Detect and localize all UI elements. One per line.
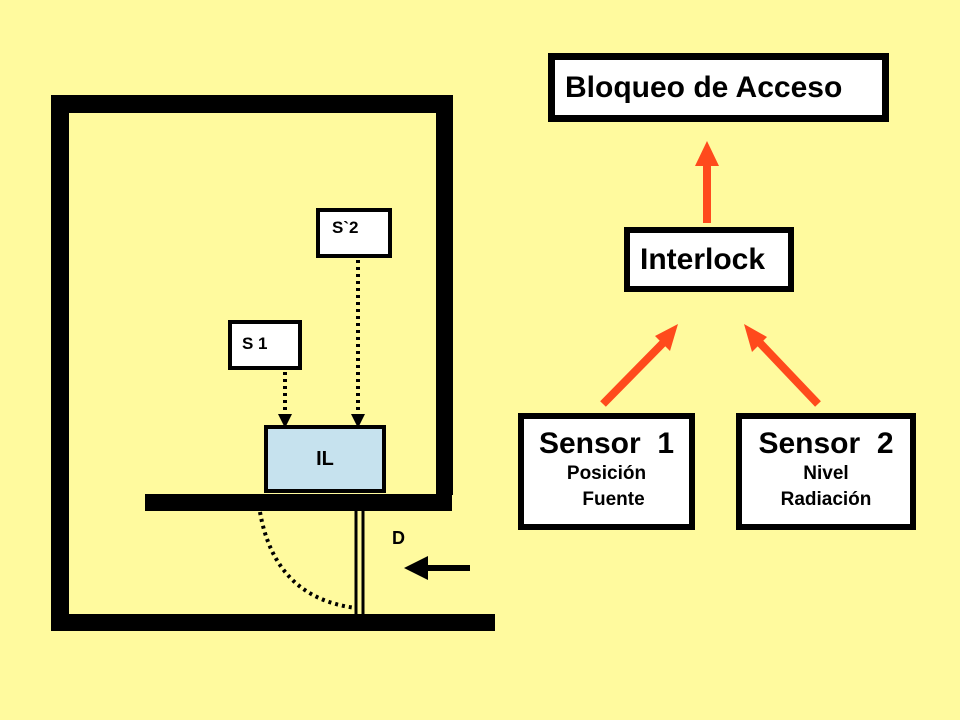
sensor1-line2: Fuente	[582, 489, 645, 510]
room-left-wall	[51, 95, 69, 630]
door-label: D	[392, 528, 405, 548]
inner-partition	[145, 494, 452, 511]
interlock-label: Interlock	[640, 242, 766, 276]
interlock-unit-label: IL	[316, 447, 334, 470]
arrow-sensor1-to-interlock	[600, 340, 666, 407]
door-swing-arc	[258, 511, 357, 610]
sensor-s2-label: S`2	[332, 218, 359, 237]
interlock-unit-box: IL	[264, 425, 386, 493]
arrow-left-icon	[404, 556, 428, 580]
sensor-s2-box: S`2	[316, 208, 392, 258]
s1-arrowhead-icon	[278, 414, 292, 428]
room-top-wall	[51, 95, 453, 113]
s2-arrowhead-icon	[351, 414, 365, 428]
sensor2-box: Sensor 2 Nivel Radiación	[736, 413, 916, 530]
sensor-s1-box: S 1	[228, 320, 302, 370]
interlock-box: Interlock	[624, 227, 794, 292]
arrow-diagonal-icon	[655, 324, 678, 351]
access-lock-box: Bloqueo de Acceso	[548, 53, 889, 122]
sensor2-line2: Radiación	[780, 489, 872, 510]
sensor2-line1: Nivel	[803, 463, 849, 484]
arrow-up-icon	[695, 141, 719, 166]
sensor-s1-label: S 1	[242, 334, 268, 353]
arrow-sensor2-to-interlock	[757, 340, 821, 407]
access-lock-label: Bloqueo de Acceso	[565, 70, 843, 104]
sensor1-box: Sensor 1 Posición Fuente	[518, 413, 695, 530]
sensor1-title: Sensor 1	[538, 427, 675, 460]
room-bottom-wall	[51, 614, 495, 631]
room-right-wall	[436, 95, 453, 495]
sensor1-line1: Posición	[566, 463, 647, 484]
sensor2-title: Sensor 2	[758, 427, 894, 460]
arrow-diagonal-icon-2	[744, 324, 767, 352]
